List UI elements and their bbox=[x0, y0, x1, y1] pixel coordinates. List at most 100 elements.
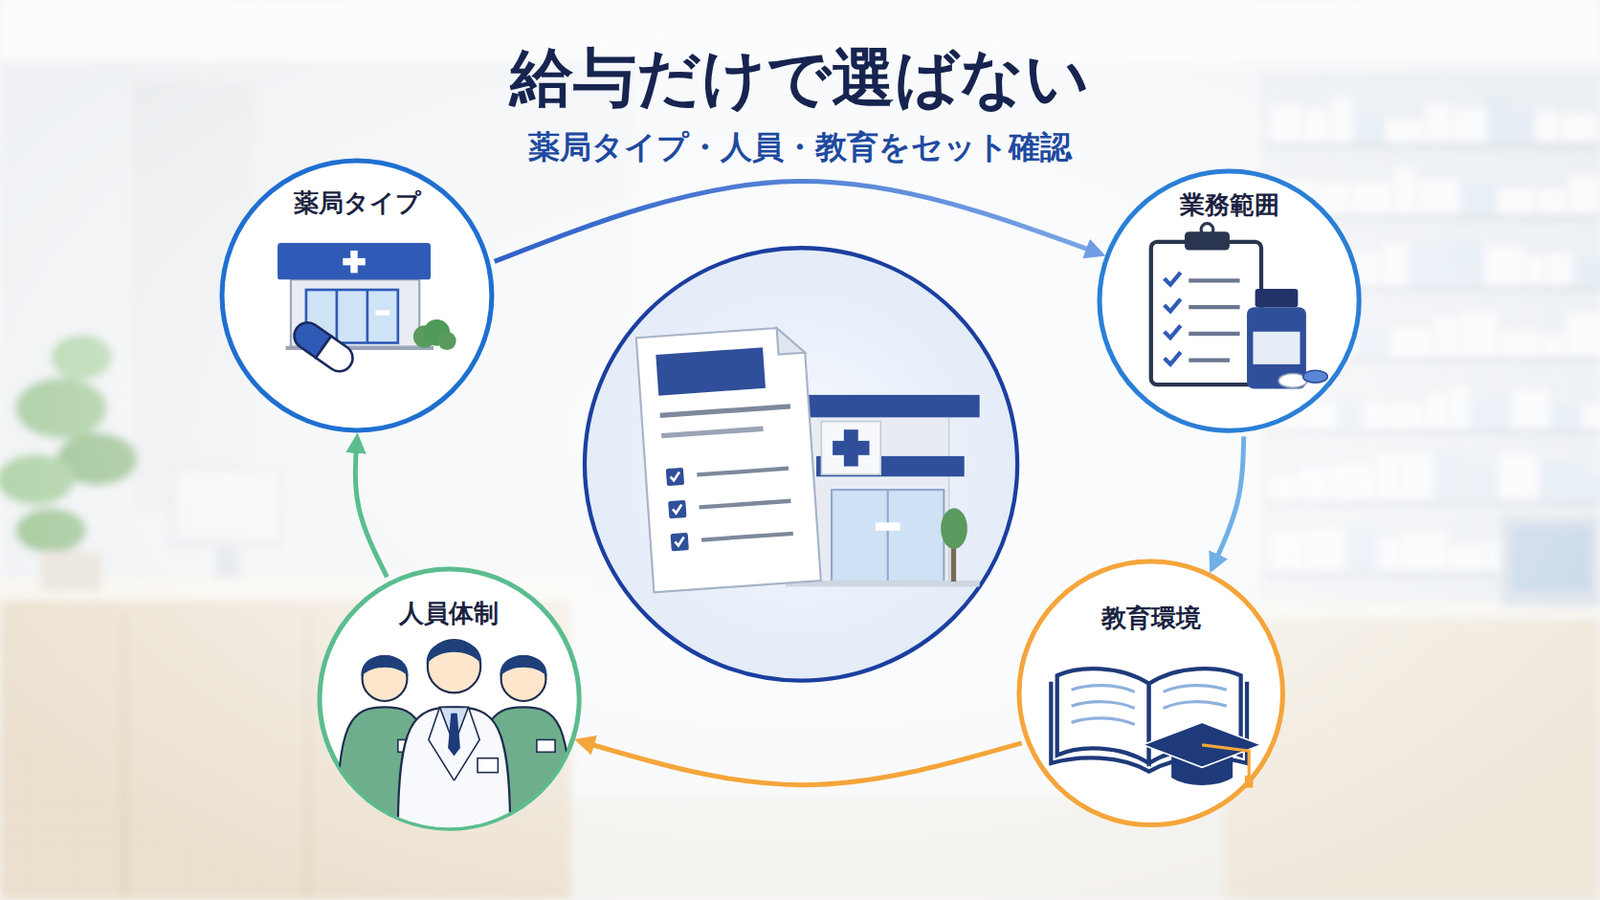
checklist-document bbox=[666, 467, 685, 487]
staff-icon bbox=[398, 707, 511, 832]
clipboard-icon bbox=[1188, 305, 1240, 310]
node-label: 人員体制 bbox=[337, 599, 561, 629]
cycle-arrow bbox=[1211, 436, 1245, 570]
checklist-document bbox=[661, 426, 764, 440]
topic-circle: 業務範囲 bbox=[1096, 168, 1362, 434]
staff-icon bbox=[475, 707, 572, 832]
education-icon bbox=[1071, 686, 1135, 726]
staff-icon bbox=[477, 758, 498, 774]
clipboard-icon bbox=[1164, 325, 1181, 338]
pharmacy-icon bbox=[288, 317, 358, 378]
clipboard-icon bbox=[1164, 272, 1181, 286]
staff-icon bbox=[454, 707, 481, 781]
center-circle bbox=[584, 247, 1018, 681]
pharmacy-icon bbox=[342, 258, 365, 266]
cycle-arrow bbox=[494, 181, 1102, 263]
topic-circle: 人員体制 bbox=[316, 566, 582, 832]
education-icon bbox=[1142, 722, 1262, 788]
clipboard-icon bbox=[1188, 332, 1240, 336]
education-icon bbox=[1050, 682, 1247, 773]
education-icon bbox=[1050, 668, 1262, 789]
pharmacy-building bbox=[805, 413, 949, 584]
clipboard-icon bbox=[1151, 223, 1328, 390]
circle-outline bbox=[222, 160, 492, 431]
staff-icon bbox=[336, 640, 572, 833]
staff-icon bbox=[427, 640, 481, 693]
pharmacy-icon bbox=[290, 279, 420, 347]
pharmacy-building bbox=[790, 395, 979, 418]
staff-icon bbox=[499, 655, 547, 677]
pharmacy-building bbox=[875, 522, 901, 532]
circle-outline bbox=[1019, 561, 1284, 826]
checklist-document bbox=[777, 326, 806, 356]
staff-icon bbox=[398, 739, 417, 753]
pharmacy-icon bbox=[306, 289, 399, 343]
staff-icon bbox=[336, 707, 433, 832]
education-icon bbox=[1163, 686, 1227, 710]
pharmacy-icon bbox=[366, 289, 370, 343]
staff-icon bbox=[447, 713, 461, 757]
pharmacy-building bbox=[832, 441, 869, 456]
checklist-document bbox=[669, 471, 680, 481]
checklist-document bbox=[701, 532, 794, 543]
pharmacy-icon bbox=[277, 243, 457, 378]
staff-icon bbox=[336, 640, 572, 833]
checklist-document bbox=[696, 466, 789, 478]
circle-outline bbox=[1099, 171, 1359, 431]
education-icon bbox=[1149, 668, 1242, 764]
staff-icon bbox=[360, 655, 408, 677]
node-label: 業務範囲 bbox=[1117, 190, 1341, 221]
pharmacy-icon bbox=[413, 325, 436, 348]
clipboard-icon bbox=[1246, 307, 1307, 389]
pharmacy-icon bbox=[288, 317, 332, 358]
checklist-document bbox=[655, 347, 766, 396]
clipboard-icon bbox=[1188, 278, 1240, 283]
staff-icon bbox=[362, 656, 408, 702]
subtitle: 薬局タイプ・人員・教育をセット確認 bbox=[0, 127, 1600, 167]
pharmacy-building bbox=[940, 508, 968, 550]
staff-icon bbox=[501, 656, 547, 702]
pharmacy-icon bbox=[335, 289, 339, 343]
circle-outline bbox=[319, 569, 579, 829]
pharmacy-icon bbox=[375, 310, 390, 315]
clipboard-icon bbox=[1188, 357, 1230, 362]
pharmacy-icon bbox=[315, 335, 358, 377]
staff-icon bbox=[440, 707, 469, 745]
topic-circle: 教育環境 bbox=[1016, 558, 1287, 829]
clipboard-icon bbox=[1151, 242, 1262, 385]
pharmacy-icon bbox=[286, 346, 435, 351]
clipboard-icon bbox=[1184, 231, 1230, 250]
node-label: 薬局タイプ bbox=[241, 188, 473, 219]
topic-circle: 薬局タイプ bbox=[219, 157, 495, 434]
clipboard-icon bbox=[1252, 332, 1300, 365]
checklist-document bbox=[699, 499, 792, 511]
pharmacy-icon bbox=[350, 250, 357, 273]
clipboard-icon bbox=[1164, 299, 1181, 312]
checklist-document bbox=[674, 537, 685, 547]
pharmacy-icon bbox=[423, 319, 451, 347]
checklist-document bbox=[636, 326, 822, 593]
pharmacy-building bbox=[887, 489, 889, 582]
pharmacy-icon bbox=[277, 243, 431, 280]
checklist-document bbox=[636, 326, 822, 593]
clipboard-icon bbox=[1200, 223, 1214, 237]
clipboard-icon bbox=[1278, 373, 1308, 388]
clipboard-icon bbox=[1303, 370, 1329, 383]
node-label: 教育環境 bbox=[1038, 603, 1265, 634]
pharmacy-building bbox=[831, 489, 944, 582]
clipboard-icon bbox=[1255, 288, 1299, 308]
education-icon bbox=[1171, 753, 1233, 786]
cycle-arrow bbox=[355, 437, 387, 578]
checklist-document bbox=[672, 504, 683, 513]
education-icon bbox=[1057, 668, 1150, 764]
diagram-title: 給与だけで選ばない bbox=[0, 40, 1600, 116]
education-icon bbox=[1142, 722, 1262, 768]
circle-outline bbox=[1016, 558, 1287, 829]
education-icon bbox=[1244, 776, 1254, 789]
staff-icon bbox=[426, 640, 483, 666]
clipboard-icon bbox=[1164, 352, 1181, 365]
